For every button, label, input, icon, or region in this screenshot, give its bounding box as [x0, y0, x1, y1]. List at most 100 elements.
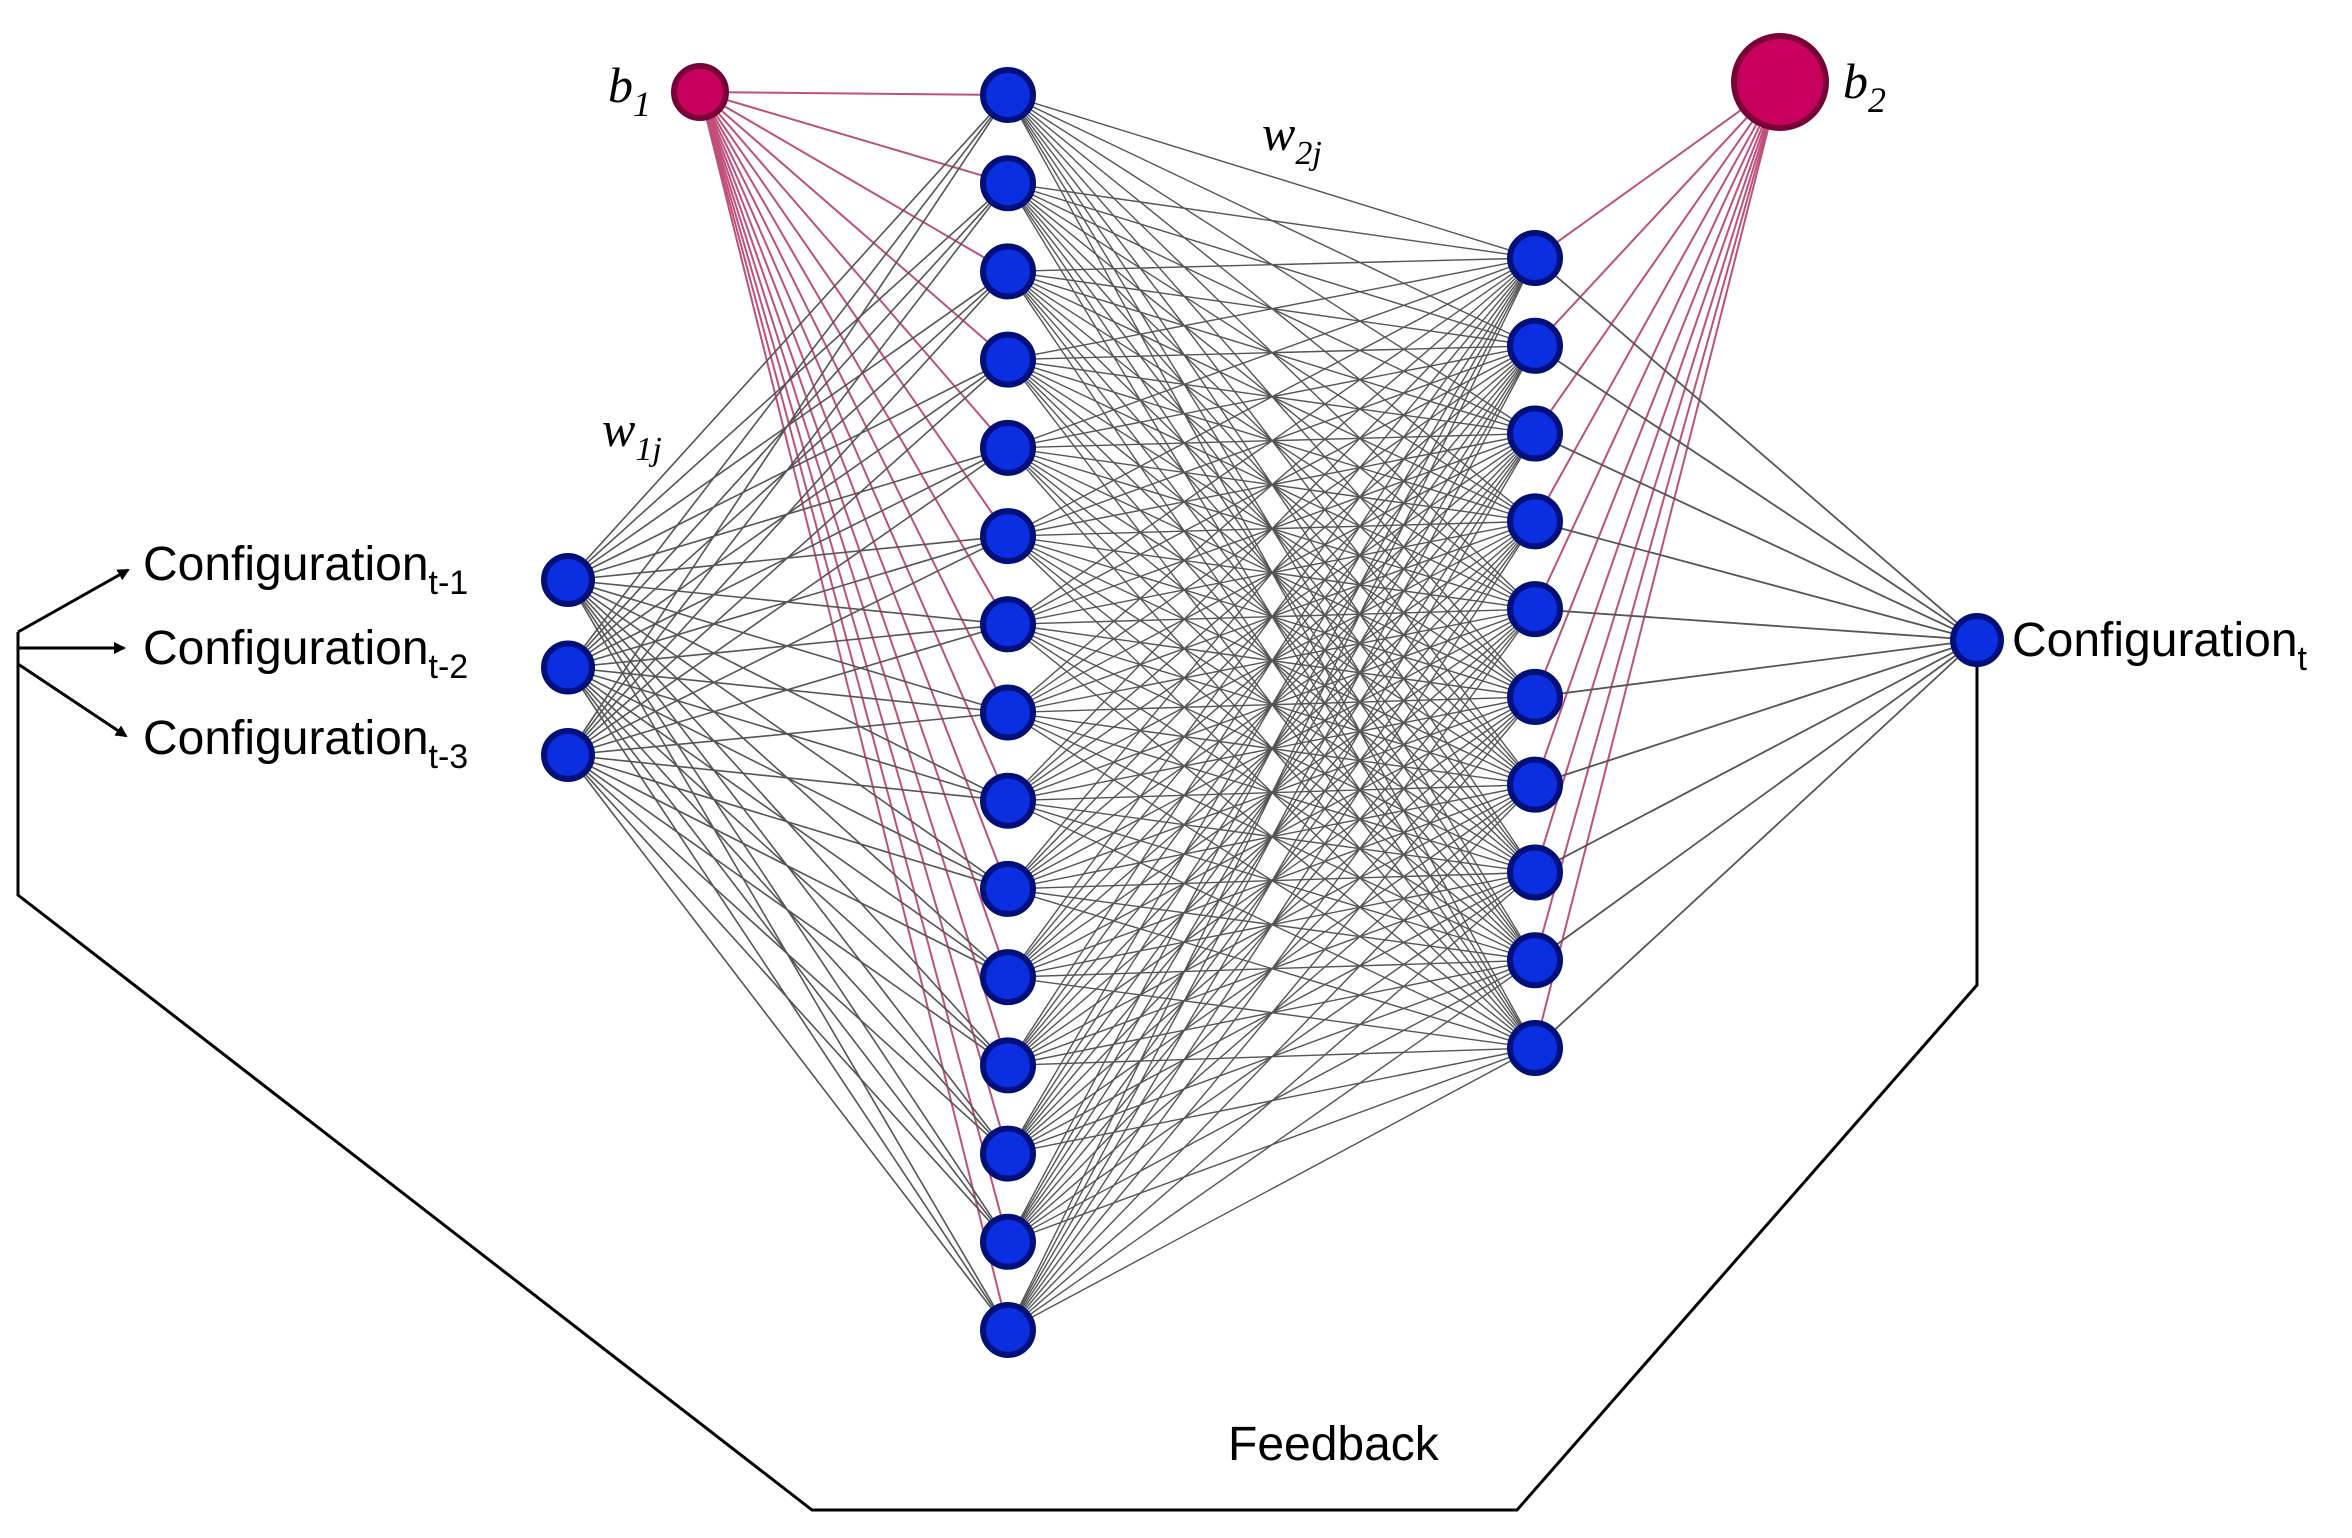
weight-edge-input-hidden1 — [567, 754, 1009, 978]
bias-edge-b2 — [1534, 81, 1781, 785]
bias-edge-b2 — [1534, 81, 1781, 522]
hidden1-node — [980, 419, 1036, 476]
bias-edge-b2 — [1534, 81, 1781, 698]
bias1-node — [671, 63, 729, 121]
weight-edge-input-hidden1 — [567, 711, 1009, 756]
weight-edge-hidden1-hidden2 — [1007, 257, 1536, 714]
weight-edge-hidden2-output — [1534, 639, 1978, 1049]
hidden1-node — [980, 1125, 1036, 1182]
weight-edge-input-hidden1 — [567, 94, 1009, 756]
bias-edge-b2 — [1534, 81, 1781, 1049]
bias-edge-b1 — [699, 91, 1009, 537]
weight-edge-hidden2-output — [1534, 608, 1978, 641]
weight-edge-hidden1-hidden2 — [1007, 345, 1536, 1331]
hidden1-node — [980, 1213, 1036, 1270]
input-label-t1: Configurationt-1 — [143, 538, 468, 602]
bias-edge-b1 — [699, 91, 1009, 978]
weight-edge-hidden1-hidden2 — [1007, 520, 1536, 1331]
hidden1-node — [980, 772, 1036, 829]
hidden2-node — [1507, 317, 1563, 374]
weight-edge-input-hidden1 — [567, 754, 1009, 1155]
weight-edge-hidden1-hidden2 — [1007, 94, 1536, 259]
bias-edge-b2 — [1534, 81, 1781, 435]
bias-edge-b1 — [699, 91, 1009, 1331]
bias-edge-b1 — [699, 91, 1009, 449]
weight-edge-hidden2-output — [1534, 432, 1978, 641]
bias-edge-b1 — [699, 91, 1009, 1066]
bias-edge-b2 — [1534, 81, 1781, 873]
hidden2-node — [1507, 756, 1563, 813]
bias-edge-b1 — [699, 91, 1009, 713]
feedback-arrow-t3 — [17, 662, 128, 738]
weight-edge-hidden1-hidden2 — [1007, 784, 1536, 1331]
weight-edge-hidden2-output — [1534, 345, 1978, 641]
hidden2-node — [1507, 405, 1563, 462]
network-nodes — [541, 33, 2004, 1358]
weight-edge-input-hidden1 — [567, 94, 1009, 668]
input-node — [541, 553, 595, 607]
output-node — [1950, 613, 2004, 667]
hidden1-node — [980, 949, 1036, 1006]
weight-edge-input-hidden1 — [567, 94, 1009, 581]
weight-edge-hidden1-hidden2 — [1007, 257, 1536, 625]
hidden1-node — [980, 596, 1036, 653]
weight-edge-hidden1-hidden2 — [1007, 959, 1536, 1331]
weight-edge-input-hidden1 — [567, 754, 1009, 1067]
weight-edge-hidden1-hidden2 — [1007, 257, 1536, 890]
input-node — [541, 640, 595, 695]
weight-edge-hidden1-hidden2 — [1007, 257, 1536, 978]
bias-edge-b2 — [1534, 81, 1781, 347]
weight-edge-input-hidden1 — [567, 754, 1009, 890]
weight-edge-hidden1-hidden2 — [1007, 257, 1536, 273]
weight-edge-hidden2-output — [1534, 639, 1978, 786]
weight-edge-hidden1-hidden2 — [1007, 257, 1536, 537]
bias-edge-b2 — [1534, 81, 1781, 259]
hidden1-node — [980, 1037, 1036, 1094]
weight1-label: w1j — [602, 401, 662, 468]
weight-edge-hidden1-hidden2 — [1007, 608, 1536, 1331]
weight-edge-input-hidden1 — [567, 754, 1009, 1331]
hidden1-node — [980, 331, 1036, 388]
bias-edge-b1 — [699, 91, 1009, 96]
weight-edge-hidden1-hidden2 — [1007, 257, 1536, 1066]
bias-edge-b2 — [1534, 81, 1781, 610]
weight-edge-hidden1-hidden2 — [1007, 182, 1536, 259]
weight-edge-input-hidden1 — [567, 270, 1009, 756]
weight-edge-input-hidden1 — [567, 535, 1009, 756]
bias-edge-b1 — [699, 91, 1009, 1154]
weight-edge-hidden1-hidden2 — [1007, 257, 1536, 449]
weight-edge-input-hidden1 — [567, 623, 1009, 756]
weight-edge-input-hidden1 — [567, 182, 1009, 756]
hidden2-node — [1507, 493, 1563, 550]
weight2-label: w2j — [1262, 105, 1322, 172]
hidden2-node — [1507, 230, 1563, 286]
weight-edge-hidden1-hidden2 — [1007, 257, 1536, 361]
hidden2-node — [1507, 844, 1563, 901]
hidden1-node — [980, 67, 1036, 123]
weight-edge-hidden1-hidden2 — [1007, 257, 1536, 1331]
weight-edge-hidden2-output — [1534, 520, 1978, 641]
bias-edge-b1 — [699, 91, 1009, 890]
hidden2-node — [1507, 581, 1563, 638]
bias-edge-b2 — [1534, 81, 1781, 961]
hidden1-node — [980, 155, 1036, 212]
weight-edge-hidden1-hidden2 — [1007, 871, 1536, 1331]
hidden1-node — [980, 243, 1036, 300]
weight-edge-input-hidden1 — [567, 359, 1009, 756]
bias2-label: b2 — [1843, 53, 1886, 120]
feedback-loop-line — [16, 632, 1979, 1512]
bias-edge-b1 — [699, 91, 1009, 802]
input-node — [541, 728, 595, 782]
bias2-node — [1731, 33, 1829, 131]
hidden2-node — [1507, 1020, 1563, 1076]
hidden1-node — [980, 508, 1036, 565]
hidden1-node — [980, 860, 1036, 917]
weight-edge-hidden2-output — [1534, 257, 1978, 641]
weight-edge-hidden1-hidden2 — [1007, 433, 1536, 1331]
input-label-t2: Configurationt-2 — [143, 622, 468, 686]
weight-connections — [567, 94, 1978, 1331]
input-label-t3: Configurationt-3 — [143, 712, 468, 776]
bias-edge-b1 — [699, 91, 1009, 361]
hidden2-node — [1507, 932, 1563, 989]
